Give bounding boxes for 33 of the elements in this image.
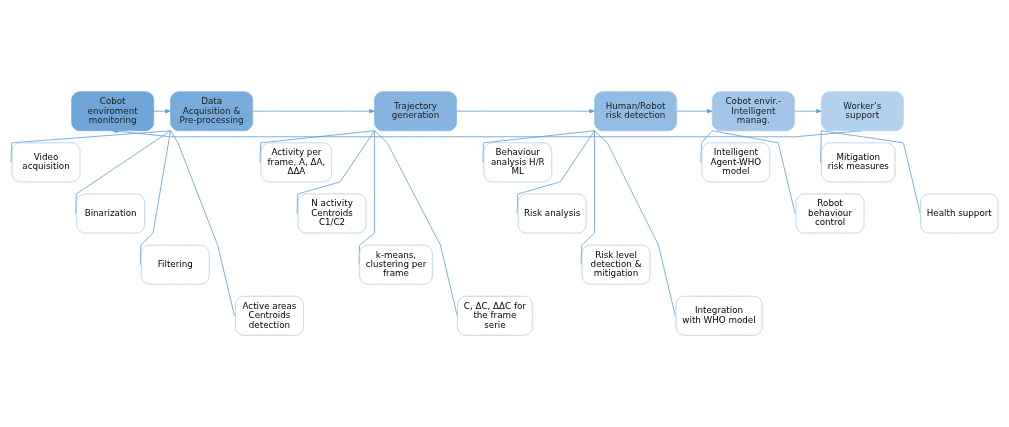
node-box: Binarization xyxy=(76,193,145,234)
connector xyxy=(170,130,235,317)
arrow xyxy=(252,109,375,114)
node-box: Video acquisition xyxy=(11,142,81,183)
node-box: N activity Centroids C1/C2 xyxy=(297,193,367,234)
node-box: Risk analysis xyxy=(517,193,587,234)
connector xyxy=(296,130,375,214)
connector xyxy=(259,130,375,163)
node-box: Active areas Centroids detection xyxy=(235,295,304,336)
node-box: C, ΔC, ΔΔC for the frame serie xyxy=(457,295,533,336)
arrow xyxy=(456,109,595,114)
node-box: Health support xyxy=(920,193,999,234)
connector xyxy=(139,130,171,266)
node-box: Intelligent Agent-WHO model xyxy=(701,142,771,183)
connector xyxy=(711,130,796,214)
arrow xyxy=(676,109,713,114)
node-box: Mitigation risk measures xyxy=(821,142,896,183)
connector xyxy=(516,130,595,214)
node-box: Cobot envir.- Intelligent manag. xyxy=(711,91,795,132)
node-box: Robot behaviour control xyxy=(795,193,865,234)
node-box: Worker’s support xyxy=(820,91,904,132)
connector xyxy=(580,130,595,266)
node-box: Trajectory generation xyxy=(374,91,457,132)
arrow xyxy=(794,109,822,114)
node-box: Data Acquisition & Pre-processing xyxy=(170,91,253,132)
node-box: Activity per frame, A, ΔA, ΔΔA xyxy=(260,142,333,183)
node-box: Integration with WHO model xyxy=(675,295,763,336)
node-box: Risk level detection & mitigation xyxy=(581,244,651,285)
node-box: Human/Robot risk detection xyxy=(594,91,677,132)
arrow xyxy=(153,109,171,114)
node-box: Behaviour analysis H/R ML xyxy=(483,142,553,183)
node-box: Filtering xyxy=(140,244,210,285)
node-box: k-means, clustering per frame xyxy=(359,244,433,285)
